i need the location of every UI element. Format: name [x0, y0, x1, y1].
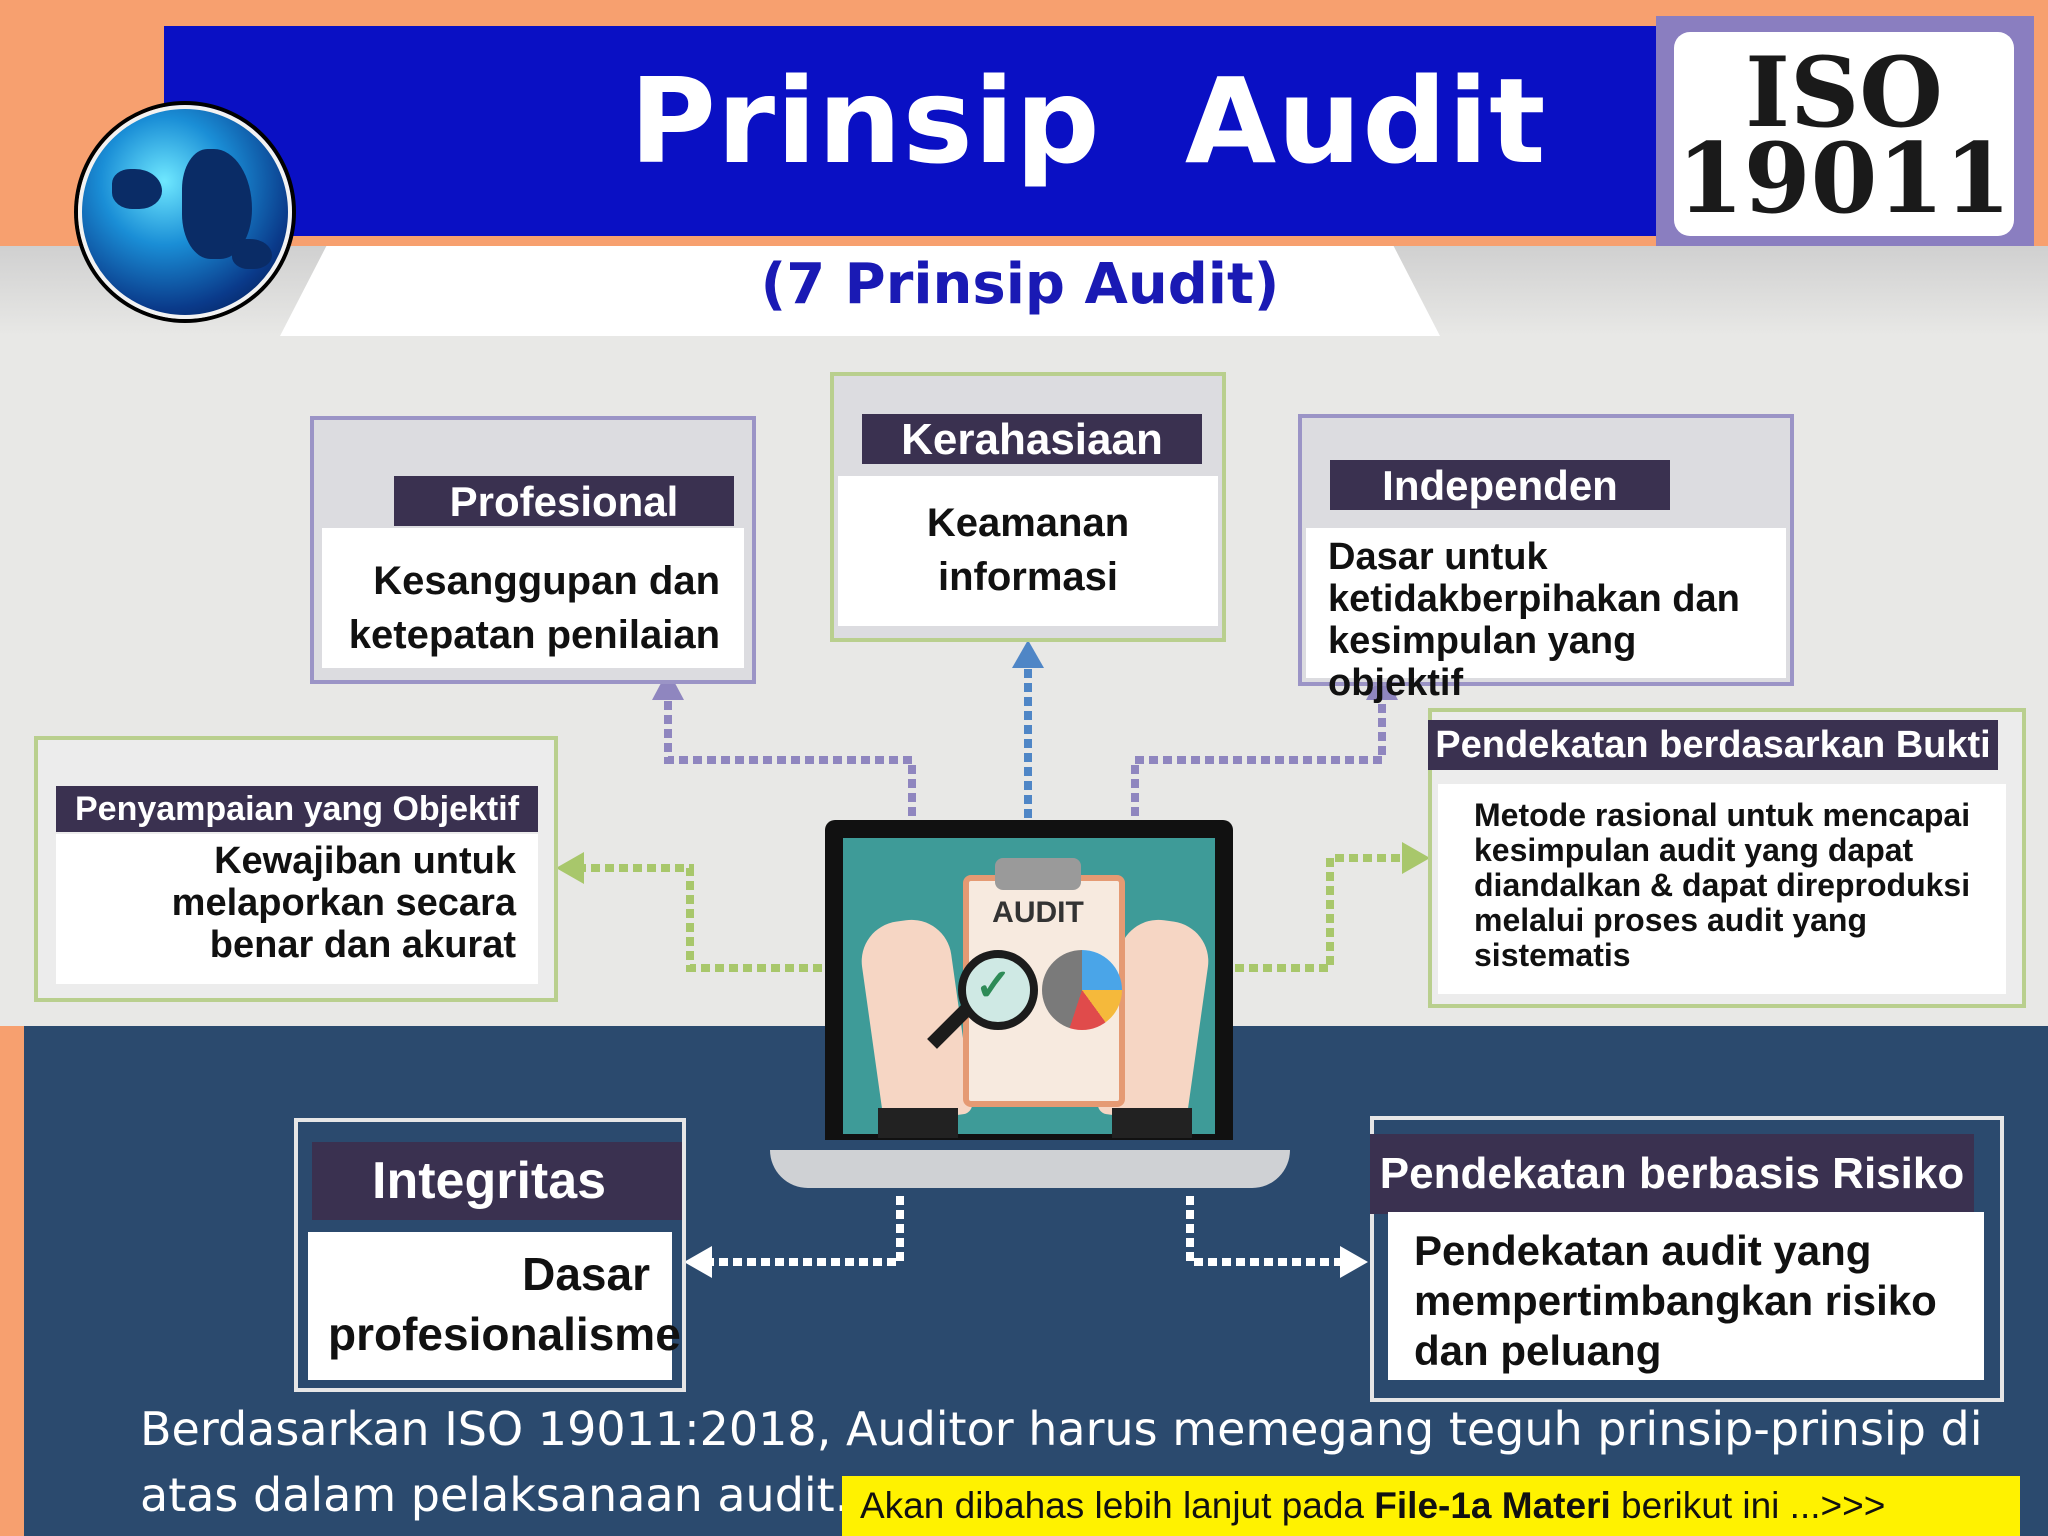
card-bukti: Pendekatan berdasarkan Bukti Metode rasi…	[1428, 708, 2026, 1008]
card-bukti-desc: Metode rasional untuk mencapai kesimpula…	[1438, 784, 2006, 994]
iso-logo-line1: ISO	[1745, 36, 1943, 149]
card-penyampaian: Penyampaian yang Objektif Kewajiban untu…	[34, 736, 558, 1002]
card-frame	[34, 736, 558, 1002]
card-profesional-title: Profesional	[394, 476, 734, 526]
card-frame	[830, 372, 1226, 642]
note-suffix: berikut ini ...>>>	[1610, 1485, 1886, 1526]
card-frame	[1428, 708, 2026, 1008]
left-cuff	[878, 1108, 958, 1138]
title-bar	[164, 26, 1664, 236]
subtitle: (7 Prinsip Audit)	[760, 252, 1280, 317]
subtitle-tab	[280, 246, 1440, 336]
card-integritas-title: Integritas	[312, 1142, 682, 1220]
note-prefix: Akan dibahas lebih lanjut pada	[860, 1485, 1375, 1526]
audit-label: AUDIT	[992, 896, 1084, 929]
card-frame	[310, 416, 756, 684]
card-risiko: Pendekatan berbasis Risiko Pendekatan au…	[1370, 1116, 2004, 1402]
note-file-link: File-1a Materi	[1374, 1485, 1611, 1526]
card-frame	[1298, 414, 1794, 686]
card-bukti-title: Pendekatan berdasarkan Bukti	[1428, 720, 1998, 770]
card-penyampaian-desc: Kewajiban untuk melaporkan secara benar …	[56, 834, 538, 984]
card-profesional-desc: Kesanggupan dan ketepatan penilaian	[322, 528, 744, 668]
card-frame	[294, 1118, 686, 1392]
iso-logo-line2: 19011	[1677, 122, 2011, 235]
card-frame	[1370, 1116, 2004, 1402]
card-penyampaian-title: Penyampaian yang Objektif	[56, 786, 538, 832]
footer-text: Berdasarkan ISO 19011:2018, Auditor haru…	[140, 1396, 2020, 1528]
magnifier-icon	[958, 950, 1038, 1030]
card-integritas-desc: Dasar profesionalisme	[308, 1232, 681, 1380]
continuation-note[interactable]: Akan dibahas lebih lanjut pada File-1a M…	[842, 1476, 2020, 1536]
footer-line1: Berdasarkan ISO 19011:2018, Auditor haru…	[140, 1402, 1983, 1456]
globe-icon	[78, 105, 292, 319]
laptop-base	[770, 1150, 1290, 1188]
card-independen: Independen Dasar untuk ketidakberpihakan…	[1298, 414, 1794, 704]
card-independen-title: Independen	[1330, 460, 1670, 510]
iso-logo: ISO 19011	[1656, 16, 2034, 252]
iso-logo-text: ISO 19011	[1674, 36, 2014, 235]
iso-logo-inner: ISO 19011	[1674, 32, 2014, 236]
check-icon: ✓	[975, 961, 1012, 1010]
card-profesional: Profesional Kesanggupan dan ketepatan pe…	[310, 416, 756, 684]
card-risiko-title: Pendekatan berbasis Risiko	[1370, 1134, 1974, 1214]
card-kerahasiaan-title: Kerahasiaan	[862, 414, 1202, 464]
footer-line2: atas dalam pelaksanaan audit.	[140, 1468, 850, 1522]
card-independen-desc: Dasar untuk ketidakberpihakan dan kesimp…	[1306, 528, 1786, 704]
pie-chart-icon	[1042, 950, 1122, 1030]
card-risiko-desc: Pendekatan audit yang mempertimbangkan r…	[1388, 1212, 1984, 1380]
right-cuff	[1112, 1108, 1192, 1138]
page-title: Prinsip Audit	[629, 52, 1547, 190]
clipboard-clip	[995, 858, 1081, 890]
card-integritas: Integritas Dasar profesionalisme	[294, 1118, 686, 1392]
card-kerahasiaan-desc: Keamanan informasi	[838, 476, 1218, 626]
card-kerahasiaan: Kerahasiaan Keamanan informasi	[830, 372, 1226, 642]
